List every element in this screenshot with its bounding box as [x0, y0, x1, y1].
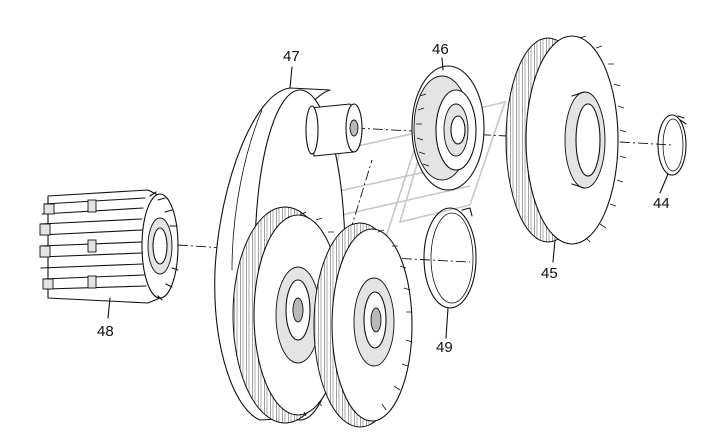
- planet-gear-right: [313, 222, 413, 428]
- part-44-snap-ring: [657, 114, 687, 176]
- planet-gear-left: [232, 206, 349, 424]
- label-part-48: 48: [97, 323, 114, 340]
- leader-lines: [107, 57, 669, 339]
- part-49-retaining-ring: [423, 207, 477, 309]
- label-part-45: 45: [541, 265, 558, 282]
- label-part-44: 44: [653, 195, 670, 212]
- label-part-49: 49: [436, 339, 453, 356]
- label-part-46: 46: [432, 41, 449, 58]
- part-46-needle-bearing: [411, 65, 485, 191]
- part-45-ring-gear: [505, 35, 627, 245]
- spline-ridges: [39, 197, 147, 290]
- label-part-47: 47: [283, 48, 300, 65]
- part-48-sun-gear: [39, 189, 179, 304]
